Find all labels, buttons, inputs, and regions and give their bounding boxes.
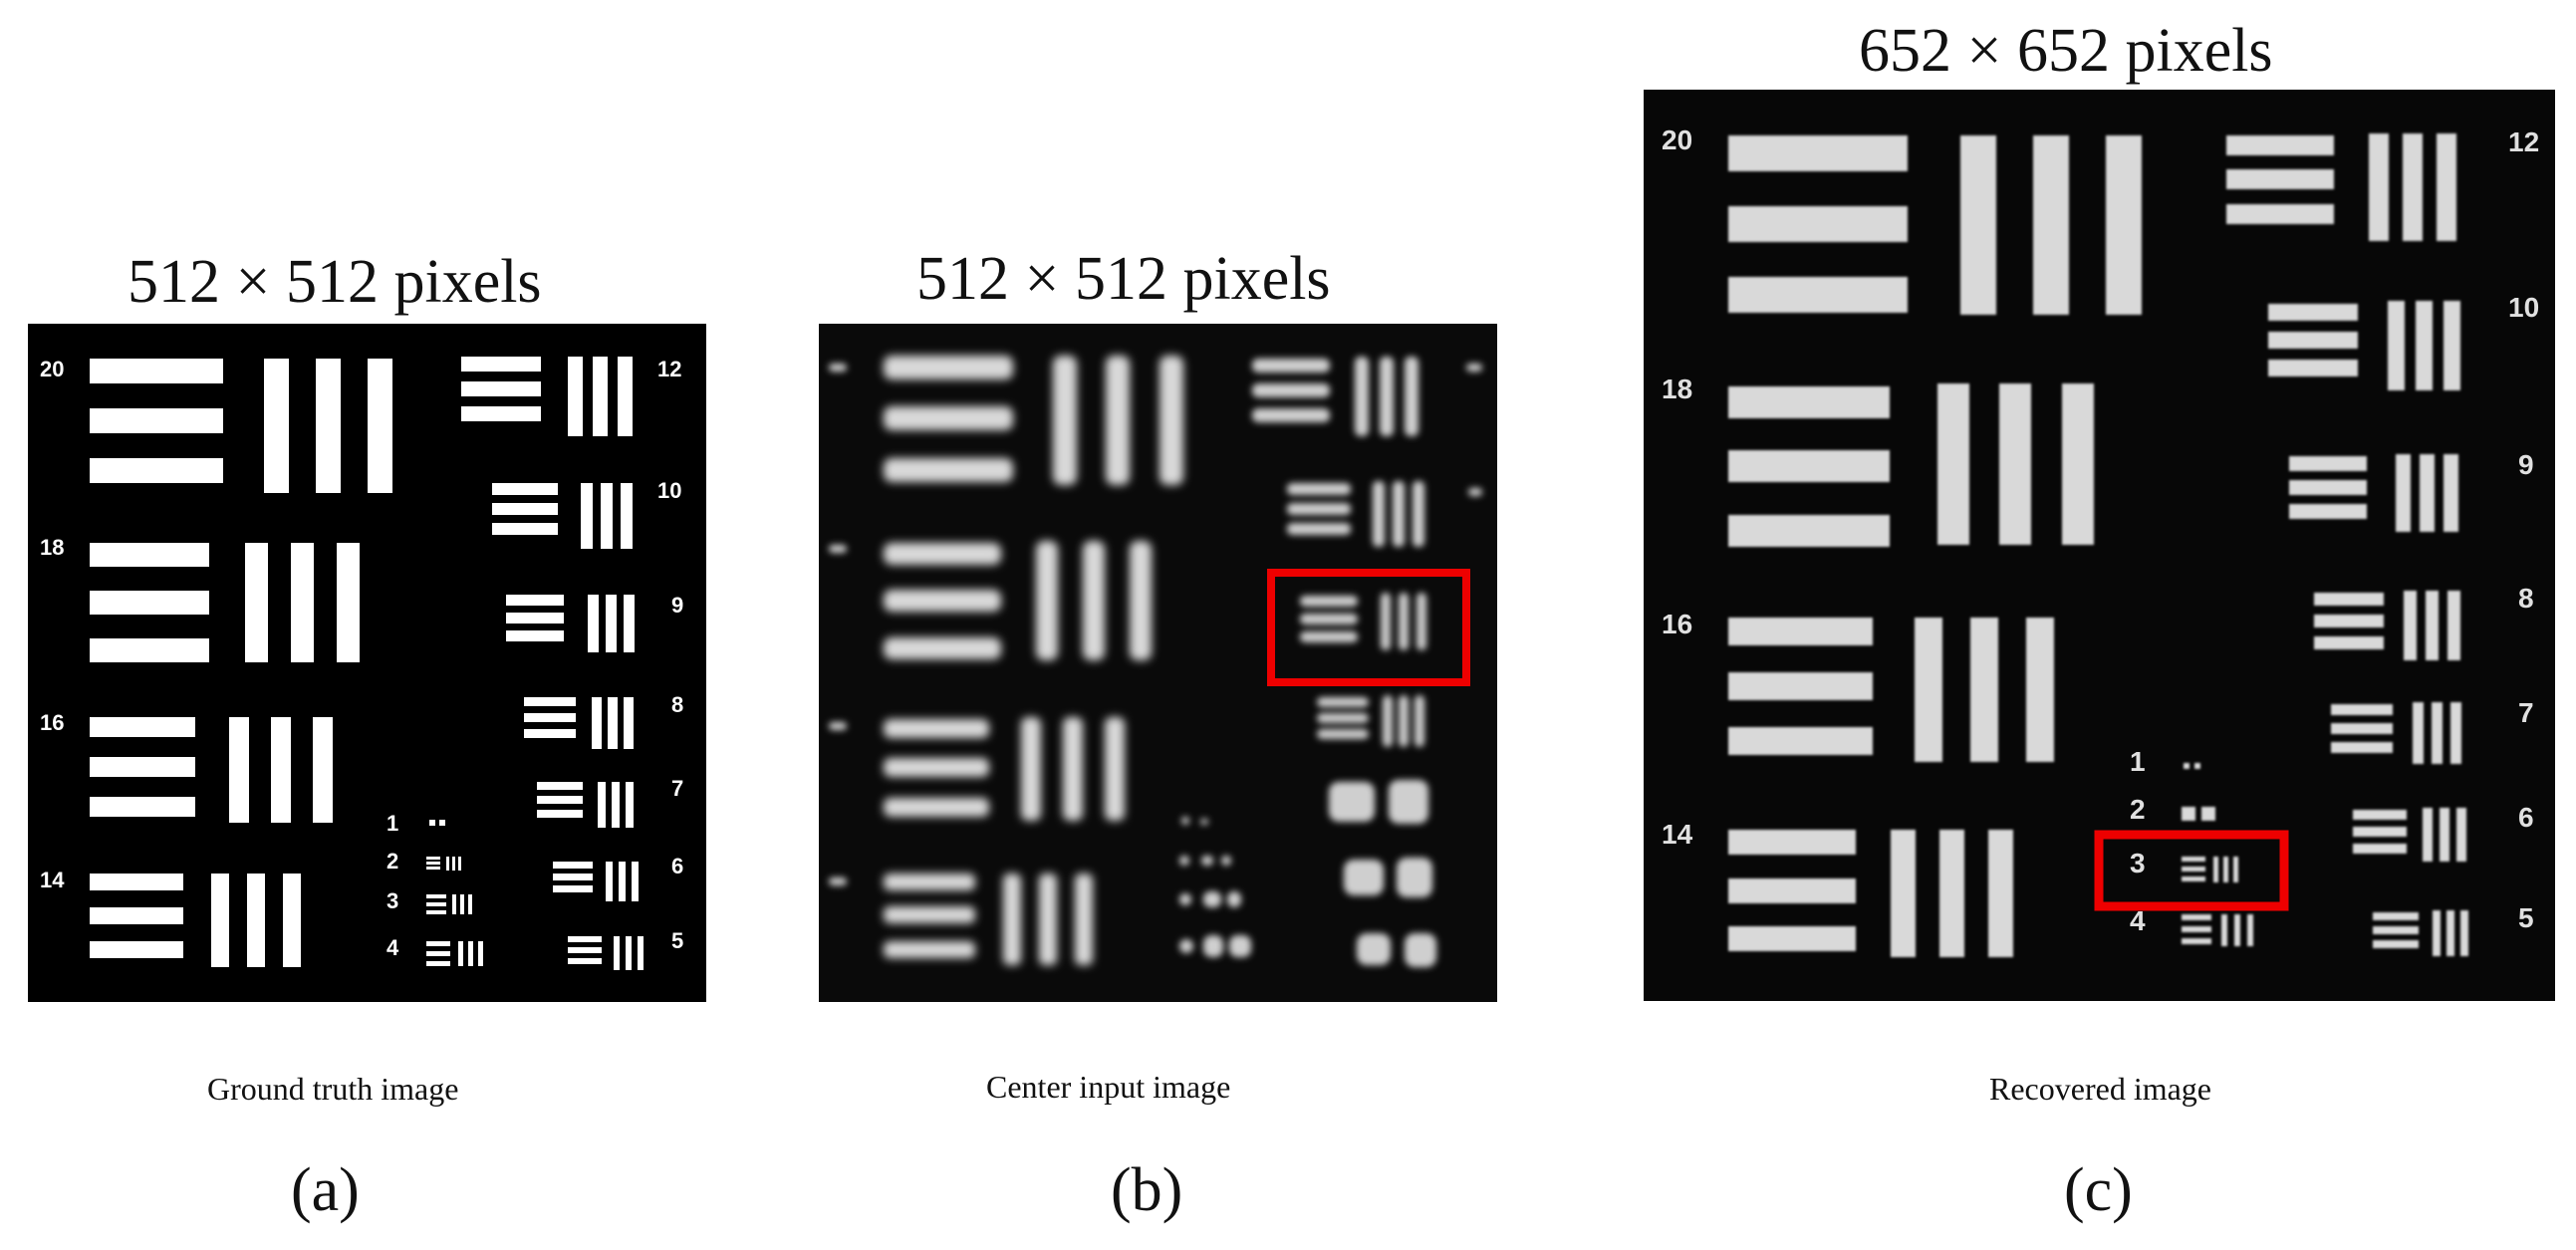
- label-s1: 1: [386, 811, 398, 836]
- label-s3: 3: [2130, 848, 2146, 878]
- label-14: 14: [40, 868, 65, 892]
- label-s4: 4: [2130, 905, 2146, 936]
- panel-a-title: 512 × 512 pixels: [128, 248, 542, 316]
- center-input-target: [829, 356, 1482, 967]
- panel-a-letter: (a): [291, 1156, 360, 1224]
- label-20: 20: [40, 357, 64, 381]
- panel-b-caption: Center input image: [986, 1069, 1231, 1105]
- label-8: 8: [671, 692, 683, 717]
- label-12: 12: [2508, 126, 2539, 157]
- label-10: 10: [657, 478, 681, 503]
- center-input-small-bars: [829, 357, 1482, 967]
- label-5: 5: [2518, 902, 2534, 933]
- label-16: 16: [40, 710, 64, 735]
- label-20: 20: [1662, 125, 1692, 155]
- label-16: 16: [1662, 609, 1692, 639]
- panel-b-image: [819, 324, 1497, 1002]
- label-7: 7: [671, 776, 683, 801]
- ground-truth-labels: 20 18 16 14 12 10 9 8 7 6 5 1 2 3 4: [40, 357, 683, 960]
- label-s1: 1: [2130, 746, 2146, 777]
- panel-c-title: 652 × 652 pixels: [1859, 17, 2273, 85]
- label-12: 12: [657, 357, 681, 381]
- label-8: 8: [2518, 583, 2534, 614]
- panel-b-letter: (b): [1111, 1156, 1183, 1224]
- panel-a-caption: Ground truth image: [207, 1071, 459, 1107]
- label-9: 9: [671, 593, 683, 618]
- recovered-labels: 20 18 16 14 12 10 9 8 7 6 5 1 2 3 4: [1662, 125, 2539, 936]
- highlight-box-b: [1267, 569, 1470, 686]
- label-18: 18: [40, 535, 64, 560]
- label-s2: 2: [386, 849, 398, 874]
- label-s2: 2: [2130, 794, 2146, 825]
- panel-c-letter: (c): [2064, 1156, 2133, 1224]
- ground-truth-bars: [90, 357, 644, 970]
- label-9: 9: [2518, 449, 2534, 480]
- label-s4: 4: [386, 935, 399, 960]
- recovered-bars: [1728, 133, 2468, 957]
- label-5: 5: [671, 928, 683, 953]
- ground-truth-target: 20 18 16 14 12 10 9 8 7 6 5 1 2 3 4: [40, 357, 683, 970]
- label-10: 10: [2508, 292, 2539, 323]
- panel-a-image: 20 18 16 14 12 10 9 8 7 6 5 1 2 3 4: [28, 324, 706, 1002]
- label-18: 18: [1662, 374, 1692, 404]
- recovered-target: 20 18 16 14 12 10 9 8 7 6 5 1 2 3 4: [1662, 125, 2539, 957]
- panel-c-image: 20 18 16 14 12 10 9 8 7 6 5 1 2 3 4: [1644, 90, 2555, 1001]
- panel-b-title: 512 × 512 pixels: [916, 245, 1331, 313]
- label-7: 7: [2518, 697, 2534, 728]
- label-14: 14: [1662, 819, 1693, 850]
- label-6: 6: [2518, 802, 2534, 833]
- center-input-bars: [884, 356, 1183, 965]
- label-s3: 3: [386, 888, 398, 913]
- highlight-box-c: [2094, 830, 2289, 911]
- label-6: 6: [671, 854, 683, 878]
- panel-c-caption: Recovered image: [1989, 1071, 2211, 1107]
